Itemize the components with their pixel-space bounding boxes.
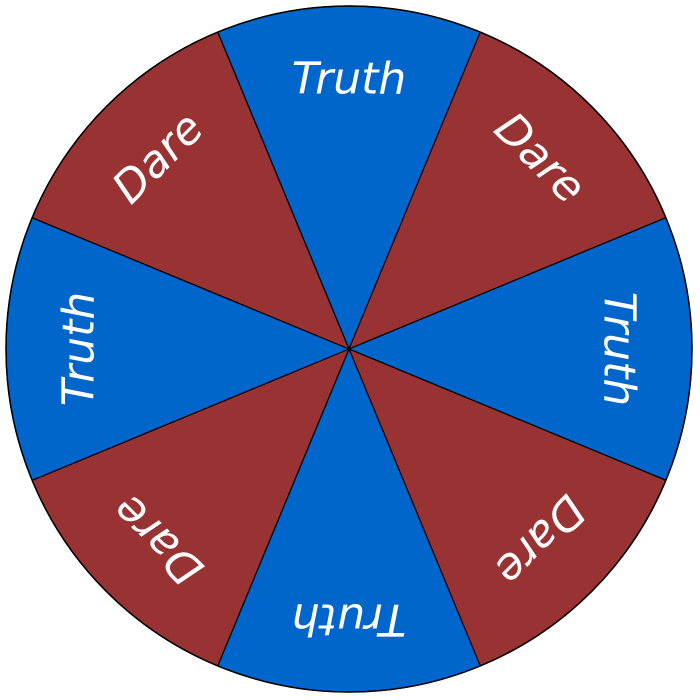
- segment-label-truth: Truth: [54, 292, 105, 407]
- segment-label-truth: Truth: [594, 292, 645, 407]
- wheel-segments: [5, 5, 693, 693]
- segment-label-truth: Truth: [292, 594, 407, 645]
- segment-label-truth: Truth: [292, 54, 407, 105]
- wheel-rim: [5, 5, 693, 693]
